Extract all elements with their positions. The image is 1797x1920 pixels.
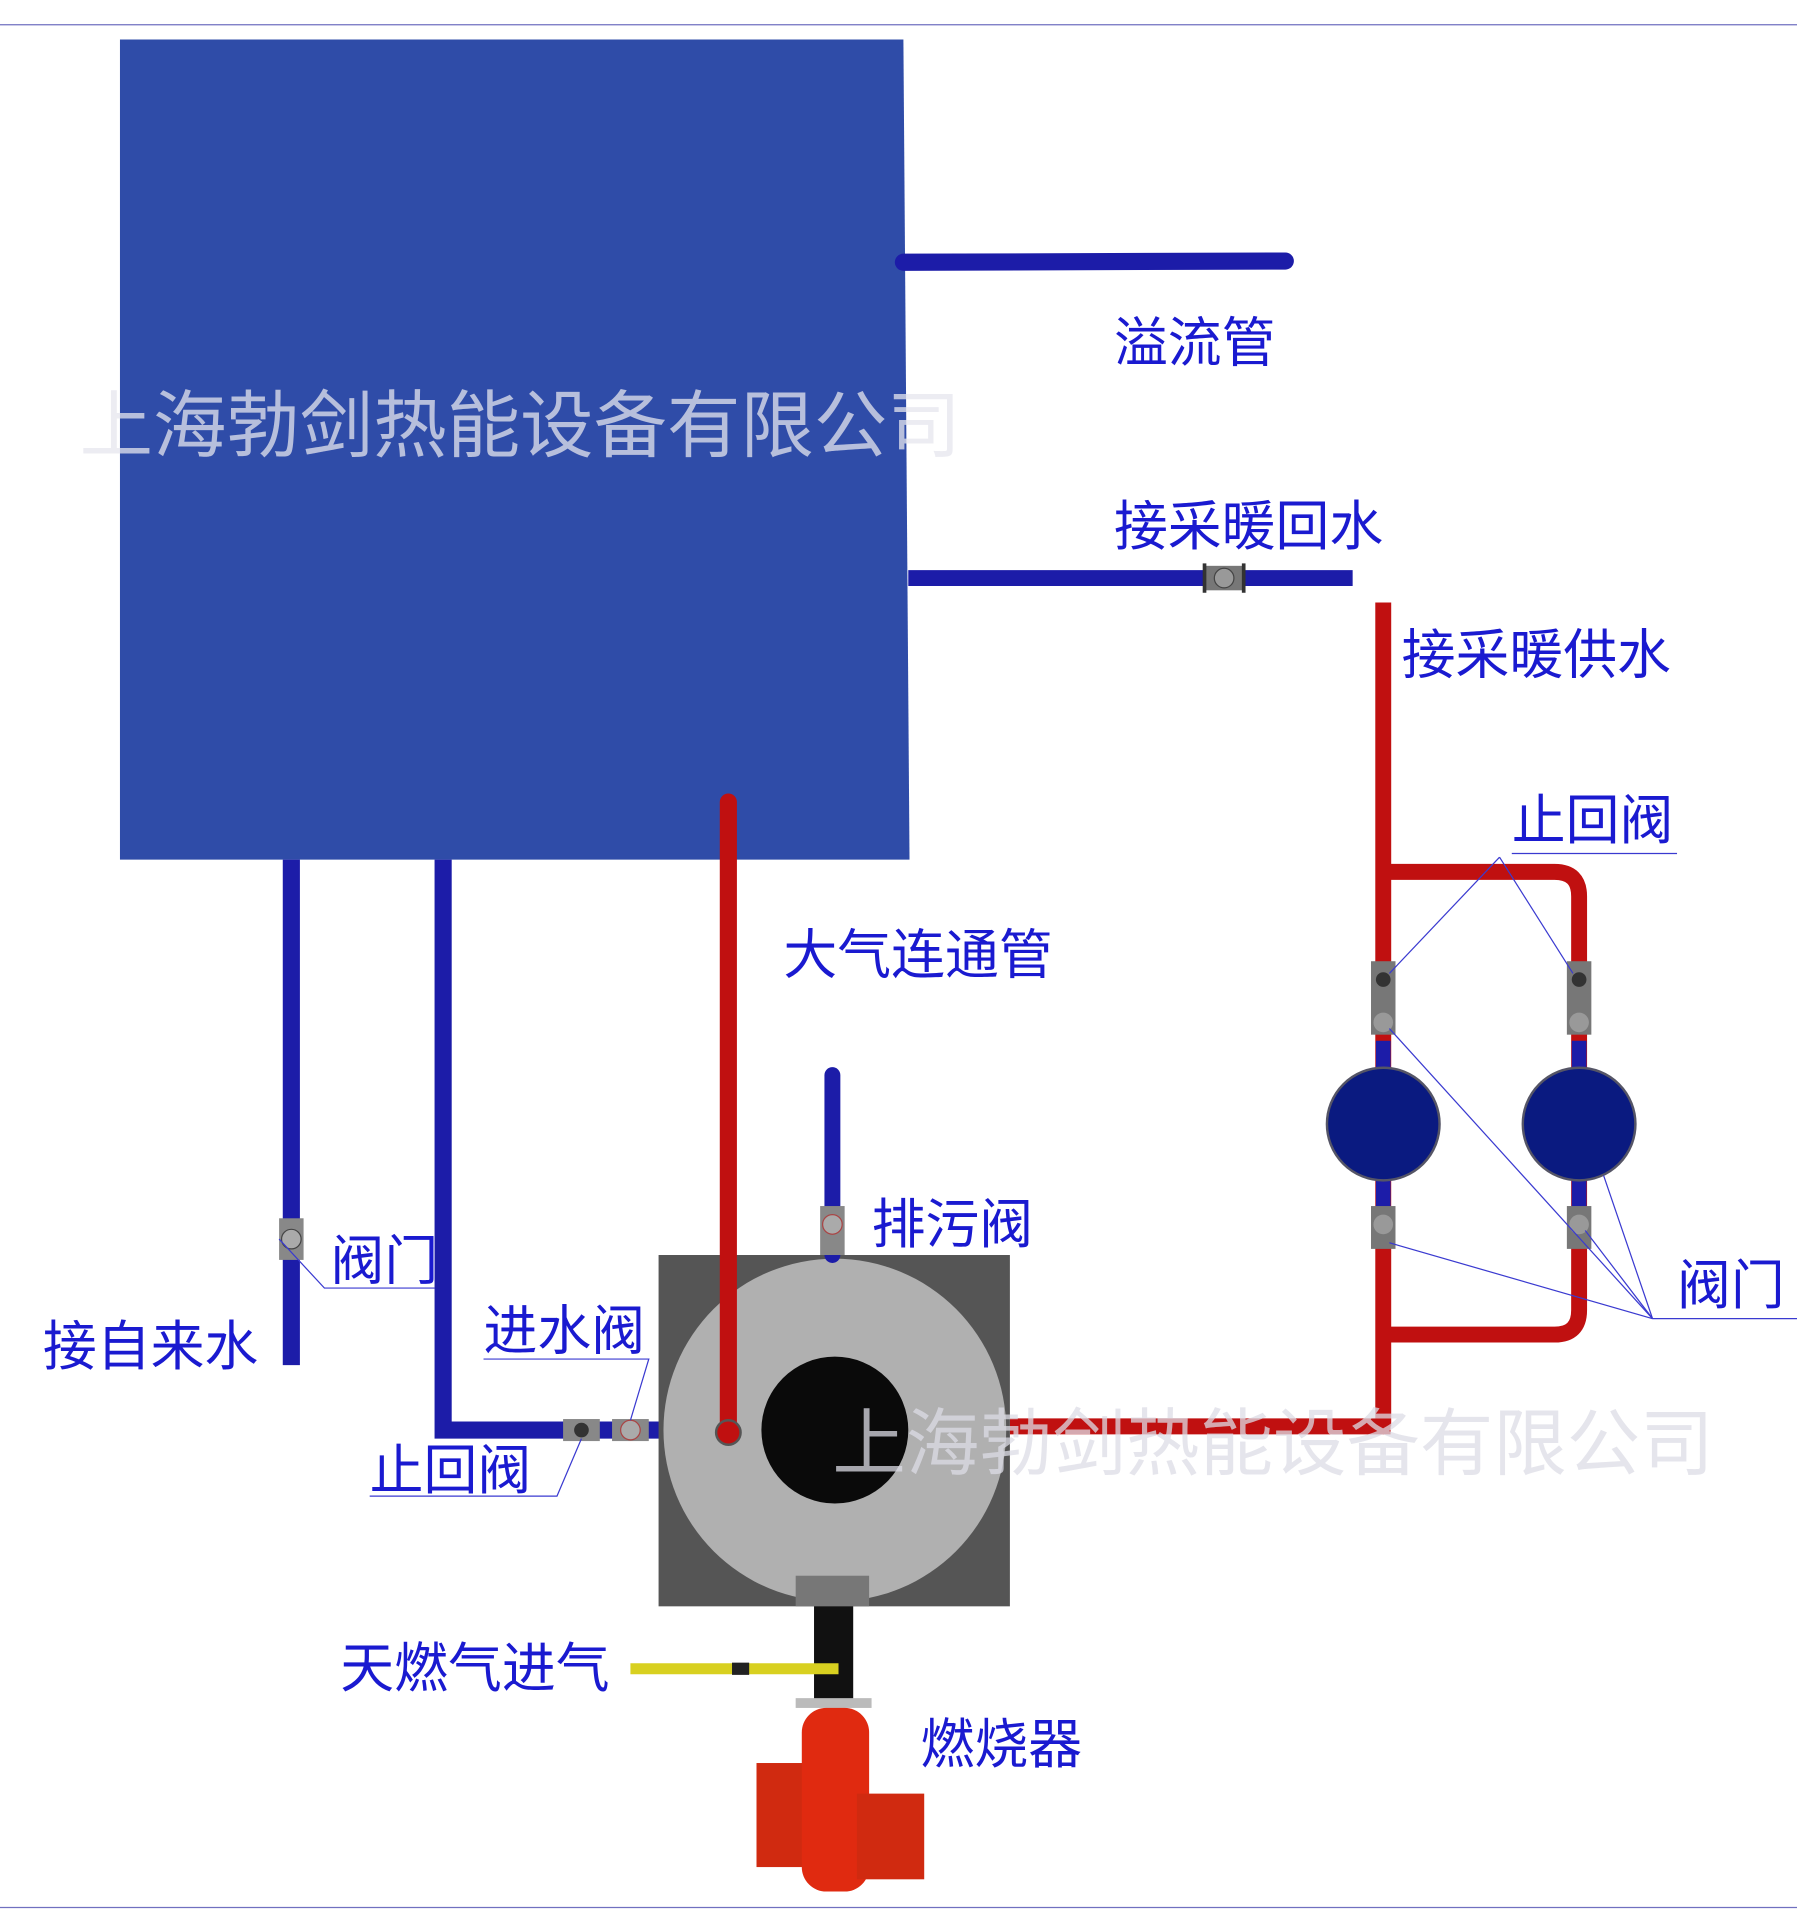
inlet-valve-icon	[612, 1419, 649, 1442]
water-tank	[119, 39, 910, 860]
watermark-bottom: 上海勃剑热能设备有限公司	[832, 1402, 1713, 1487]
label-valves-right: 阀门	[1677, 1254, 1785, 1317]
label-inlet-valve: 进水阀	[484, 1299, 646, 1362]
return-valve-icon	[1202, 563, 1246, 593]
boiler	[658, 1255, 1010, 1607]
label-heating-return: 接采暖回水	[1114, 495, 1383, 558]
label-burner: 燃烧器	[921, 1713, 1083, 1776]
label-tap-water: 接自来水	[43, 1315, 258, 1378]
gas-pipe	[630, 1662, 839, 1675]
label-atmosphere-pipe: 大气连通管	[783, 923, 1052, 986]
label-check-valve-left: 止回阀	[370, 1439, 532, 1502]
heating-return-pipe	[908, 563, 1353, 593]
check-valve-icon	[563, 1419, 600, 1442]
drain-pipe	[820, 1067, 845, 1263]
heating-supply-pipe	[1009, 602, 1588, 1435]
burner-neck	[814, 1606, 854, 1705]
right-leader-lines	[1388, 852, 1797, 1320]
label-gas-inlet: 天燃气进气	[340, 1637, 609, 1700]
label-valve-left: 阀门	[331, 1229, 439, 1292]
label-heating-supply: 接采暖供水	[1402, 624, 1671, 687]
overflow-pipe	[894, 252, 1294, 271]
label-overflow-pipe: 溢流管	[1114, 311, 1276, 374]
atmosphere-pipe	[714, 793, 742, 1446]
label-drain-valve: 排污阀	[872, 1193, 1034, 1256]
watermark-top: 上海勃剑热能设备有限公司	[80, 384, 961, 469]
pump-right	[1521, 961, 1637, 1249]
left-leader-lines	[278, 1238, 650, 1497]
tap-water-pipe	[279, 859, 304, 1366]
burner	[756, 1698, 925, 1892]
valve-icon	[279, 1218, 304, 1260]
inlet-pipe	[434, 859, 662, 1442]
label-check-valve-right: 止回阀	[1512, 789, 1674, 852]
pump-left	[1325, 961, 1441, 1249]
